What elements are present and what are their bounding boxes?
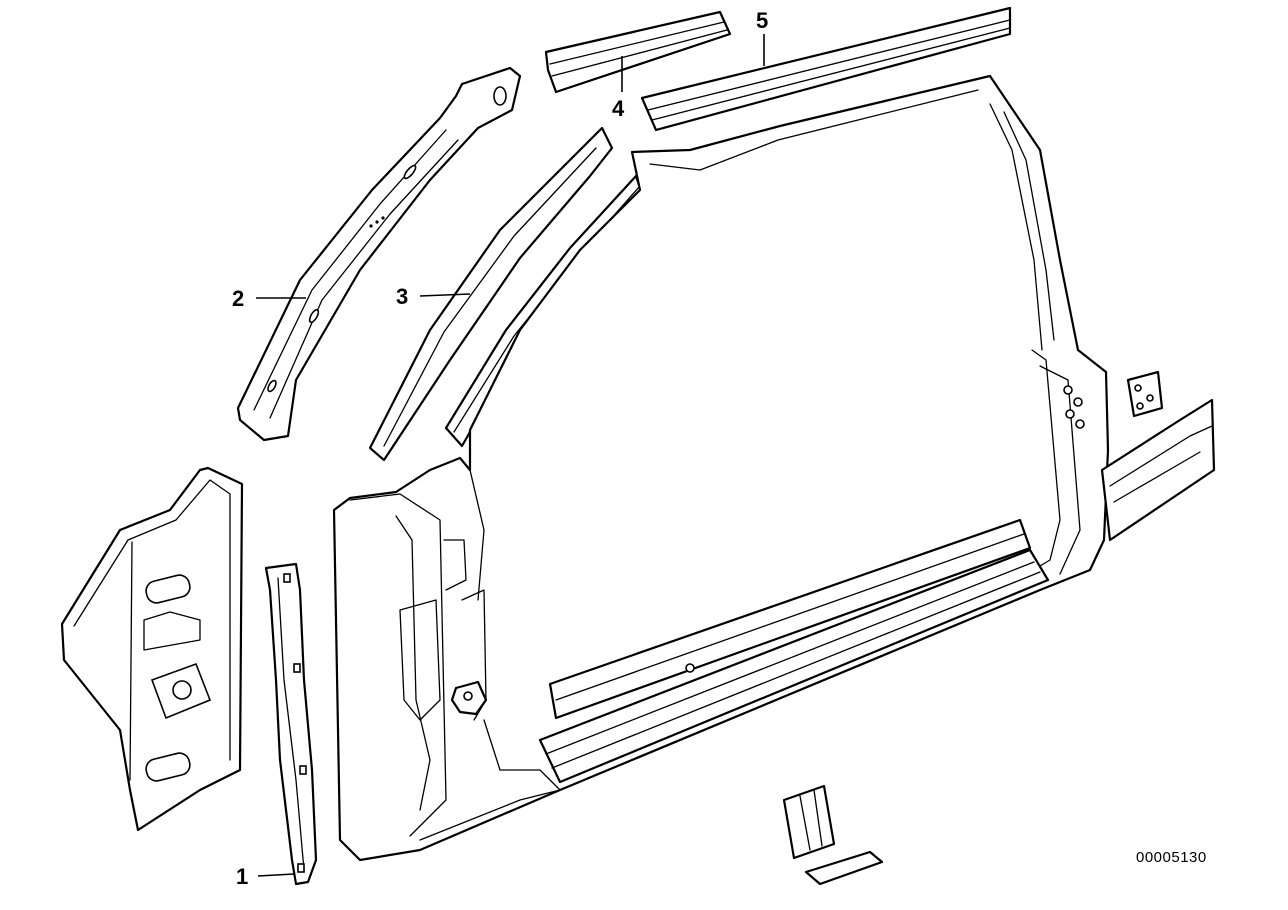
callout-5: 5	[756, 8, 768, 33]
small-bracket-plate[interactable]	[804, 850, 884, 886]
rear-rocker-extension[interactable]	[1100, 398, 1216, 542]
callout-1: 1	[236, 864, 248, 889]
small-bracket-clip[interactable]	[782, 784, 836, 860]
part-5-roof-rail[interactable]	[640, 6, 1012, 132]
leader-3	[419, 293, 471, 297]
body-side-frame[interactable]	[332, 74, 1110, 862]
part-4-upper-rail[interactable]	[544, 10, 732, 94]
document-number: 00005130	[1136, 849, 1207, 866]
callout-4: 4	[612, 96, 625, 121]
callout-2: 2	[232, 286, 244, 311]
leader-1	[257, 873, 295, 877]
small-plate[interactable]	[1126, 370, 1164, 418]
part-1-hinge-bracket[interactable]	[264, 562, 318, 886]
leader-lines	[256, 34, 765, 877]
part-2-a-pillar-reinforcement[interactable]	[236, 66, 522, 442]
callout-3: 3	[396, 284, 408, 309]
inner-front-panel[interactable]	[60, 466, 244, 832]
